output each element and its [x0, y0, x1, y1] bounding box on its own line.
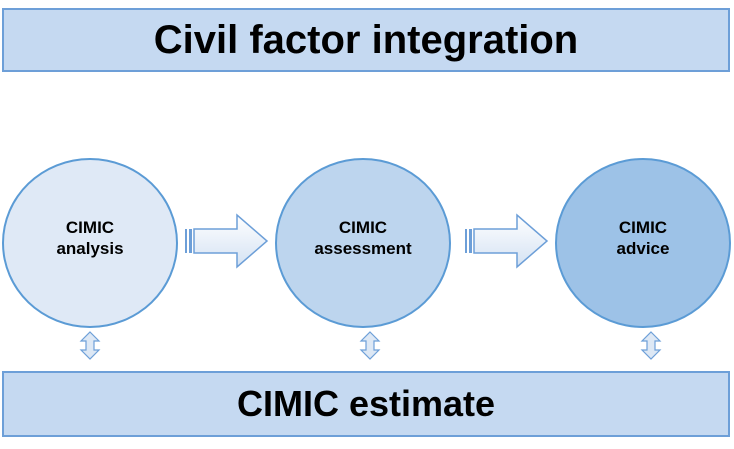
up-down-arrow-icon [79, 331, 101, 360]
right-arrow-icon [465, 213, 549, 269]
stage-label-line2: assessment [314, 239, 412, 258]
stage-circle-assessment: CIMIC assessment [275, 158, 451, 328]
right-arrow-icon [185, 213, 269, 269]
stage-label-line2: advice [616, 239, 670, 258]
stage-circle-analysis: CIMIC analysis [2, 158, 178, 328]
up-down-arrow-icon [640, 331, 662, 360]
stage-label-line1: CIMIC [618, 218, 668, 237]
stage-label-line1: CIMIC [65, 218, 115, 237]
header-title: Civil factor integration [153, 17, 579, 62]
stage-label-line1: CIMIC [338, 218, 388, 237]
footer-title: CIMIC estimate [236, 383, 496, 424]
stage-label-line2: analysis [56, 239, 124, 258]
up-down-arrow-icon [359, 331, 381, 360]
stage-circle-advice: CIMIC advice [555, 158, 731, 328]
header-banner: Civil factor integration [2, 8, 730, 72]
footer-banner: CIMIC estimate [2, 371, 730, 437]
